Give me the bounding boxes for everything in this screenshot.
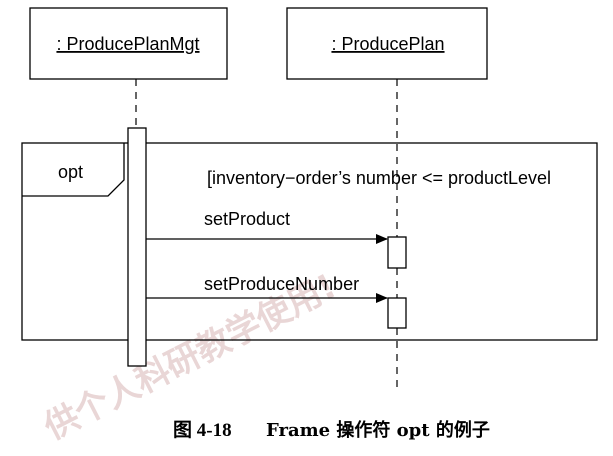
lifeline-head-produceplanmgt: [29, 7, 228, 80]
lifeline-head-produceplan: [286, 7, 488, 80]
figure-caption-number: 图 4-18: [173, 419, 232, 441]
opt-guard-condition: [inventory−order’s number <= productLeve…: [207, 168, 551, 188]
opt-fragment-frame: [21, 142, 598, 341]
lifeline-label-produceplanmgt: : ProducePlanMgt: [56, 34, 199, 54]
activation-bar-produceplanmgt: [127, 127, 147, 367]
message-label-setproducenumber: setProduceNumber: [204, 274, 359, 294]
activation-bar-produceplan-1: [387, 236, 407, 269]
figure-caption-text: Frame 操作符 opt 的例子: [266, 419, 490, 441]
lifeline-label-produceplan: : ProducePlan: [331, 34, 444, 54]
opt-fragment-label-pentagon: [22, 143, 125, 197]
activation-bar-produceplan-2: [387, 297, 407, 329]
message-label-setproduct: setProduct: [204, 209, 290, 229]
opt-operator-label: opt: [58, 162, 83, 182]
